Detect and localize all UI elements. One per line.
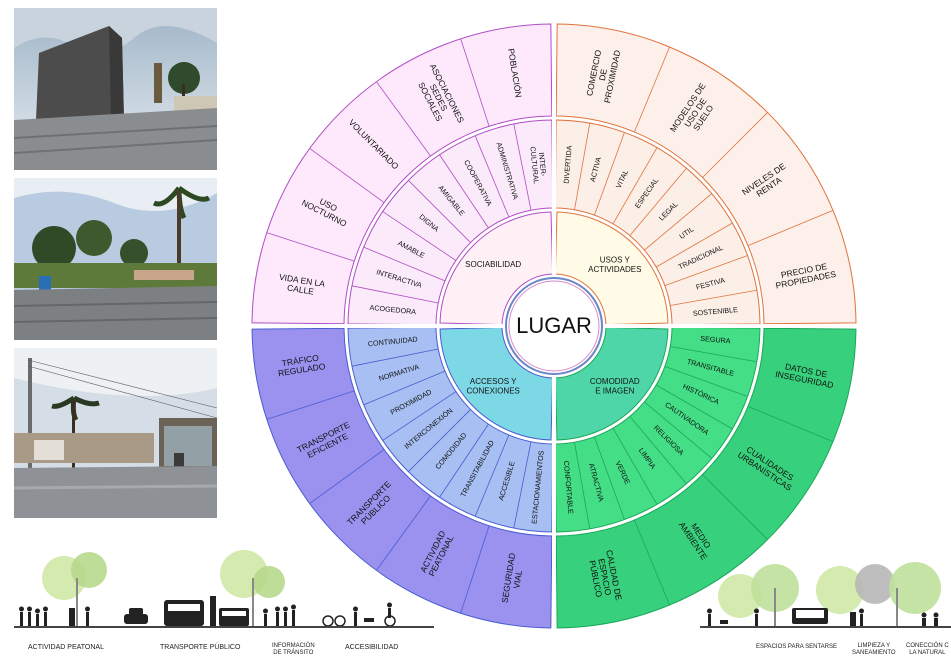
outer-divider: [266, 232, 355, 262]
caption-actividad-peatonal: ACTIVIDAD PEATONAL: [28, 644, 104, 651]
middle-divider: [664, 365, 748, 397]
middle-divider: [574, 442, 591, 529]
middle-item-usos: SOSTENIBLE: [692, 305, 738, 318]
middle-divider: [629, 416, 687, 485]
outer-divider: [309, 449, 385, 504]
outer-divider: [702, 112, 768, 178]
diagram-rings: VIDA EN LACALLEUSONOCTURNOVOLUNTARIADOAS…: [250, 22, 858, 630]
outer-divider: [309, 148, 385, 203]
outer-divider: [633, 46, 670, 133]
bottom-right-silhouettes: [700, 548, 951, 644]
park-trees-photo: [14, 178, 217, 340]
inner-sector-accesos: [439, 326, 554, 441]
middle-divider: [474, 135, 510, 218]
outer-divider: [747, 210, 834, 247]
middle-divider: [439, 423, 489, 498]
quadrant-accesos: SEGURIDADVIALACTIVIDADPEATONALTRANSPORTE…: [251, 326, 554, 629]
inner-sector-sociabilidad: [439, 211, 554, 326]
center-hub: LUGAR: [505, 277, 603, 375]
caption-espacios-sentarse: ESPACIOS PARA SENTARSE: [756, 644, 838, 650]
middle-divider: [474, 434, 510, 517]
outer-divider: [266, 390, 355, 420]
middle-divider: [670, 346, 757, 363]
middle-divider: [593, 436, 625, 520]
inner-sector-comodidad: [554, 326, 669, 441]
caption-transporte-publico: TRANSPORTE PÚBLICO: [160, 644, 241, 651]
plaza-monument-photo: [14, 8, 217, 170]
caption-accesibilidad: ACCESIBILIDAD: [345, 644, 399, 651]
outer-divider: [747, 405, 834, 442]
outer-divider: [376, 81, 431, 157]
middle-divider: [363, 246, 446, 282]
outer-divider: [376, 495, 431, 571]
middle-divider: [363, 370, 446, 406]
middle-divider: [574, 123, 591, 210]
middle-divider: [644, 193, 713, 251]
middle-divider: [664, 255, 748, 287]
middle-item-usos: DIVERTIDA: [561, 145, 573, 184]
middle-divider: [644, 401, 713, 459]
middle-divider: [593, 132, 625, 216]
quadrant-sociabilidad: VIDA EN LACALLEUSONOCTURNOVOLUNTARIADOAS…: [251, 23, 554, 326]
middle-divider: [655, 384, 733, 430]
street-bus-stop-photo: [14, 348, 217, 518]
middle-ring-comodidad: [554, 326, 761, 533]
middle-divider: [612, 427, 658, 505]
middle-divider: [513, 123, 532, 211]
middle-item-sociabilidad: INTER-CULTURAL: [528, 145, 549, 184]
outer-ring-accesos: [251, 327, 553, 629]
bottom-left-silhouettes: [14, 548, 434, 644]
middle-divider: [351, 285, 439, 304]
inner-sector-usos: [554, 211, 669, 326]
middle-divider: [382, 211, 457, 261]
middle-ring-usos: [554, 119, 761, 326]
middle-divider: [351, 348, 439, 367]
quadrant-label-sociabilidad: SOCIABILIDAD: [465, 260, 521, 269]
middle-divider: [612, 147, 658, 225]
middle-item-comodidad: SEGURA: [700, 334, 731, 346]
outer-divider: [460, 38, 490, 127]
caption-conexion-naturaleza: CONECCIÓN C LA NATURAL: [906, 643, 949, 656]
middle-divider: [670, 289, 757, 306]
outer-divider: [460, 525, 490, 614]
quadrant-comodidad: DATOS DEINSEGURIDADCUALIDADESURBANÍSTICA…: [554, 326, 857, 629]
caption-limpieza: LIMPIEZA Y SANEAMIENTO: [852, 643, 896, 656]
middle-divider: [382, 391, 457, 441]
outer-ring-sociabilidad: [251, 23, 553, 325]
middle-divider: [408, 180, 471, 243]
middle-divider: [655, 222, 733, 268]
middle-divider: [629, 167, 687, 236]
middle-divider: [439, 154, 489, 229]
middle-divider: [513, 441, 532, 529]
middle-divider: [408, 409, 471, 472]
outer-divider: [702, 474, 768, 540]
outer-divider: [633, 519, 670, 606]
caption-informacion-transito: INFORMACIÓN DE TRÁNSITO: [272, 643, 315, 656]
center-label: LUGAR: [516, 313, 592, 338]
